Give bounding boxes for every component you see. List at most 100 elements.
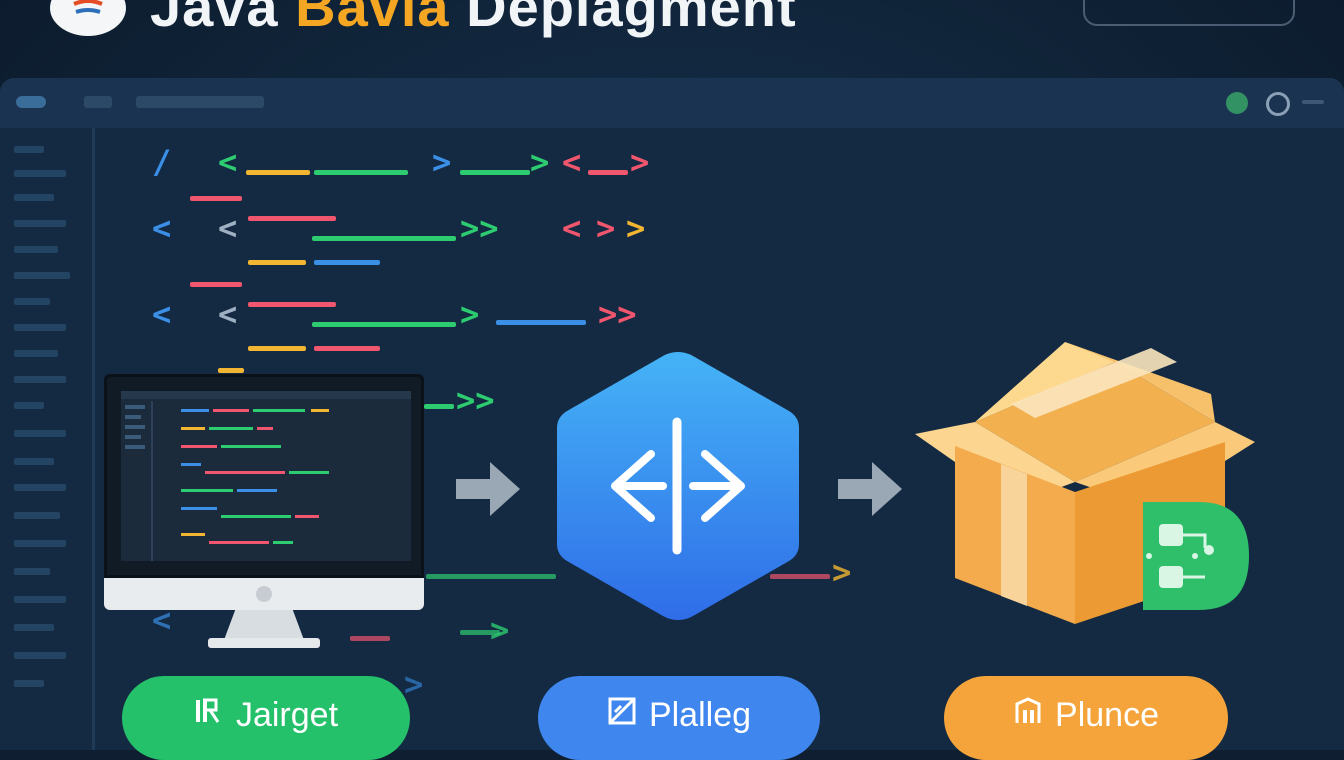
settings-ring-icon[interactable] — [1266, 92, 1290, 116]
line-number — [14, 624, 54, 631]
line-number — [14, 568, 50, 575]
code-gt: > — [626, 209, 646, 247]
build-icon — [194, 696, 224, 734]
java-cup-icon — [73, 0, 103, 14]
code-lt: < — [218, 295, 238, 333]
code-token — [314, 260, 380, 265]
line-number — [14, 272, 70, 279]
line-number — [14, 484, 66, 491]
code-token — [460, 170, 530, 175]
code-gt: > — [630, 143, 650, 181]
line-number — [14, 376, 66, 383]
code-token — [312, 322, 456, 327]
monitor-stand — [224, 610, 304, 640]
line-number — [14, 402, 44, 409]
page-title: Java Bavia Deplagment — [150, 0, 797, 39]
code-lt: < — [152, 209, 172, 247]
code-lt: < — [152, 601, 172, 639]
pipeline-step-label: Jairget — [235, 695, 339, 734]
code-token — [248, 346, 306, 351]
code-token — [248, 216, 336, 221]
title-highlight: Bavia — [295, 0, 450, 38]
title-deployment: Deplagment — [466, 0, 797, 38]
pipeline-step-deploy-button[interactable]: Plunce — [944, 676, 1228, 760]
code-gtgt: >> — [460, 209, 499, 247]
code-lt: < — [218, 143, 238, 181]
line-number — [14, 458, 54, 465]
code-token — [190, 196, 242, 201]
code-gt: > — [596, 209, 616, 247]
monitor-chin — [104, 578, 424, 610]
code-token — [312, 236, 456, 241]
pipeline-step-package-button[interactable]: Plalleg — [538, 676, 820, 760]
code-token — [770, 574, 830, 579]
code-gt: > — [530, 143, 550, 181]
code-gtgt: >> — [598, 295, 637, 333]
menu-icon[interactable] — [1302, 100, 1324, 104]
line-number — [14, 652, 66, 659]
code-token — [588, 170, 628, 175]
header-badge[interactable] — [1083, 0, 1295, 26]
code-token — [190, 282, 242, 287]
pipeline-step-build-button[interactable]: Jairget — [122, 676, 410, 760]
line-number — [14, 220, 66, 227]
code-lt: < — [218, 209, 238, 247]
line-number — [14, 680, 44, 687]
mini-code-icon — [121, 391, 411, 561]
java-logo — [50, 0, 126, 36]
line-number — [14, 540, 66, 547]
line-number — [14, 430, 66, 437]
code-token — [314, 170, 408, 175]
line-number — [14, 596, 66, 603]
code-gt: > — [490, 611, 510, 649]
line-number — [14, 194, 54, 201]
code-token — [426, 574, 556, 579]
code-token — [424, 404, 454, 409]
editor-gutter — [92, 128, 95, 750]
code-lt: < — [562, 143, 582, 181]
deploy-icon — [1013, 696, 1043, 734]
pipeline-step-label: Plunce — [1055, 695, 1159, 734]
toolbar-tab[interactable] — [136, 96, 264, 108]
line-number — [14, 298, 50, 305]
pipeline-step-label: Plalleg — [648, 695, 752, 734]
run-status-icon[interactable] — [1226, 92, 1248, 114]
line-number — [14, 246, 58, 253]
package-icon — [607, 696, 637, 734]
line-number — [14, 324, 66, 331]
header: Java Bavia Deplagment — [0, 0, 1344, 70]
code-token — [496, 320, 586, 325]
code-gt: > — [404, 665, 424, 703]
code-lt: < — [562, 209, 582, 247]
code-gt: > — [832, 553, 852, 591]
code-gt: > — [432, 143, 452, 181]
monitor-code-preview — [121, 391, 411, 561]
code-hexagon-icon — [557, 352, 799, 620]
code-token — [248, 302, 336, 307]
monitor-logo-icon — [256, 586, 272, 602]
title-java: Java — [150, 0, 279, 38]
code-slash: / — [152, 143, 172, 181]
line-number — [14, 512, 60, 519]
code-gtgt: >> — [456, 381, 495, 419]
desktop-monitor-icon — [104, 374, 424, 650]
arrow-right-icon — [456, 462, 520, 516]
code-token — [246, 170, 310, 175]
toolbar-menu[interactable] — [84, 96, 112, 108]
line-number — [14, 170, 66, 177]
arrow-right-icon — [838, 462, 902, 516]
code-token — [218, 368, 244, 373]
editor-toolbar — [0, 78, 1344, 128]
toolbar-logo-icon — [16, 96, 46, 108]
package-box-icon — [915, 342, 1255, 624]
monitor-base — [208, 638, 320, 648]
code-lt: < — [152, 295, 172, 333]
code-token — [314, 346, 380, 351]
code-token — [350, 636, 390, 641]
code-token — [460, 630, 500, 635]
code-token — [248, 260, 306, 265]
line-number — [14, 146, 44, 153]
line-number — [14, 350, 58, 357]
monitor-screen — [104, 374, 424, 578]
